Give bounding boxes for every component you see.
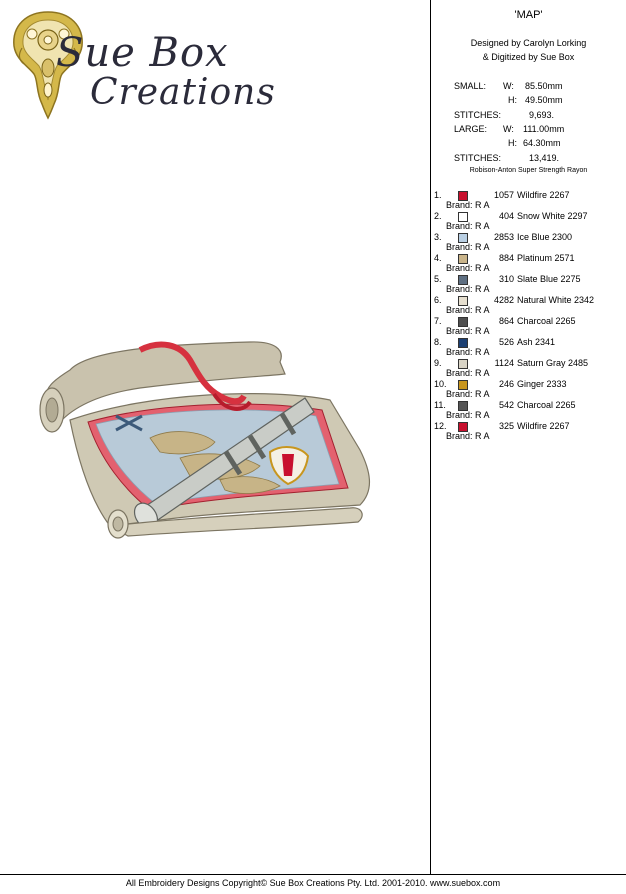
small-stitches-label: STITCHES:	[454, 110, 502, 120]
color-name: Saturn Gray 2485	[517, 358, 589, 368]
color-brand: Brand: R A	[446, 368, 490, 378]
large-h-label: H:	[508, 138, 517, 148]
color-brand: Brand: R A	[446, 263, 490, 273]
list-item: 9. 1124 Saturn Gray 2485 Brand: R A	[431, 358, 626, 379]
color-brand: Brand: R A	[446, 431, 490, 441]
column-divider	[430, 0, 431, 874]
color-code: 2853	[493, 232, 514, 242]
color-code: 526	[498, 337, 514, 347]
color-number: 8.	[434, 337, 442, 347]
thread-brand-note: Robison-Anton Super Strength Rayon	[469, 167, 588, 174]
color-number: 9.	[434, 358, 442, 368]
color-code: 542	[498, 400, 514, 410]
design-title: 'MAP'	[514, 9, 543, 21]
large-w-label: W:	[503, 124, 514, 134]
color-name: Charcoal 2265	[517, 400, 576, 410]
color-code: 864	[498, 316, 514, 326]
small-h-label: H:	[508, 95, 517, 105]
color-brand: Brand: R A	[446, 326, 490, 336]
color-brand: Brand: R A	[446, 389, 490, 399]
list-item: 10. 246 Ginger 2333 Brand: R A	[431, 379, 626, 400]
lace-ornament-icon	[13, 11, 83, 120]
color-swatch	[458, 338, 468, 348]
color-number: 1.	[434, 190, 442, 200]
color-number: 5.	[434, 274, 442, 284]
color-brand: Brand: R A	[446, 242, 490, 252]
list-item: 8. 526 Ash 2341 Brand: R A	[431, 337, 626, 358]
small-label: SMALL:	[454, 81, 487, 91]
color-swatch	[458, 401, 468, 411]
list-item: 4. 884 Platinum 2571 Brand: R A	[431, 253, 626, 274]
large-stitches-value: 13,419.	[529, 153, 560, 163]
logo-line-1: Sue Box	[56, 30, 229, 76]
color-swatch	[458, 359, 468, 369]
list-item: 5. 310 Slate Blue 2275 Brand: R A	[431, 274, 626, 295]
large-width: 111.00mm	[523, 124, 565, 134]
color-swatch	[458, 191, 468, 201]
color-code: 1057	[493, 190, 514, 200]
color-code: 404	[498, 211, 514, 221]
color-name: Ice Blue 2300	[517, 232, 573, 242]
footer-divider	[0, 874, 626, 875]
color-name: Snow White 2297	[517, 211, 588, 221]
color-brand: Brand: R A	[446, 410, 490, 420]
color-name: Ginger 2333	[517, 379, 567, 389]
color-number: 7.	[434, 316, 442, 326]
list-item: 3. 2853 Ice Blue 2300 Brand: R A	[431, 232, 626, 253]
copyright-footer: All Embroidery Designs Copyright© Sue Bo…	[125, 878, 501, 888]
map-scroll-illustration	[39, 341, 371, 539]
digitized-by: & Digitized by Sue Box	[482, 52, 575, 62]
small-w-label: W:	[503, 81, 514, 91]
color-code: 310	[498, 274, 514, 284]
color-code: 884	[498, 253, 514, 263]
color-name: Natural White 2342	[517, 295, 595, 305]
color-swatch	[458, 233, 468, 243]
color-swatch	[458, 212, 468, 222]
color-name: Ash 2341	[517, 337, 556, 347]
list-item: 2. 404 Snow White 2297 Brand: R A	[431, 211, 626, 232]
large-label: LARGE:	[454, 124, 488, 134]
color-swatch	[458, 275, 468, 285]
list-item: 6. 4282 Natural White 2342 Brand: R A	[431, 295, 626, 316]
color-code: 4282	[493, 295, 514, 305]
color-swatch	[458, 422, 468, 432]
color-name: Wildfire 2267	[517, 190, 570, 200]
color-swatch	[458, 254, 468, 264]
designed-by: Designed by Carolyn Lorking	[470, 38, 587, 48]
color-number: 3.	[434, 232, 442, 242]
list-item: 12. 325 Wildfire 2267 Brand: R A	[431, 421, 626, 442]
company-logo: Sue Box Creations	[8, 8, 275, 123]
color-brand: Brand: R A	[446, 200, 490, 210]
color-number: 4.	[434, 253, 442, 263]
color-number: 10.	[434, 379, 447, 389]
color-swatch	[458, 380, 468, 390]
color-number: 2.	[434, 211, 442, 221]
color-name: Slate Blue 2275	[517, 274, 581, 284]
small-height: 49.50mm	[525, 95, 563, 105]
color-swatch	[458, 296, 468, 306]
color-number: 12.	[434, 421, 447, 431]
color-number: 11.	[434, 400, 446, 410]
color-swatch	[458, 317, 468, 327]
list-item: 7. 864 Charcoal 2265 Brand: R A	[431, 316, 626, 337]
color-brand: Brand: R A	[446, 305, 490, 315]
color-number: 6.	[434, 295, 442, 305]
color-name: Wildfire 2267	[517, 421, 570, 431]
color-name: Charcoal 2265	[517, 316, 576, 326]
color-brand: Brand: R A	[446, 347, 490, 357]
color-name: Platinum 2571	[517, 253, 575, 263]
color-code: 246	[498, 379, 514, 389]
list-item: 1. 1057 Wildfire 2267 Brand: R A	[431, 190, 626, 211]
color-brand: Brand: R A	[446, 284, 490, 294]
large-height: 64.30mm	[523, 138, 561, 148]
logo-line-2: Creations	[90, 72, 276, 113]
list-item: 11. 542 Charcoal 2265 Brand: R A	[431, 400, 626, 421]
large-stitches-label: STITCHES:	[454, 153, 502, 163]
color-code: 325	[498, 421, 514, 431]
color-code: 1124	[494, 358, 514, 368]
small-width: 85.50mm	[525, 81, 563, 91]
color-brand: Brand: R A	[446, 221, 490, 231]
small-stitches-value: 9,693.	[529, 110, 555, 120]
